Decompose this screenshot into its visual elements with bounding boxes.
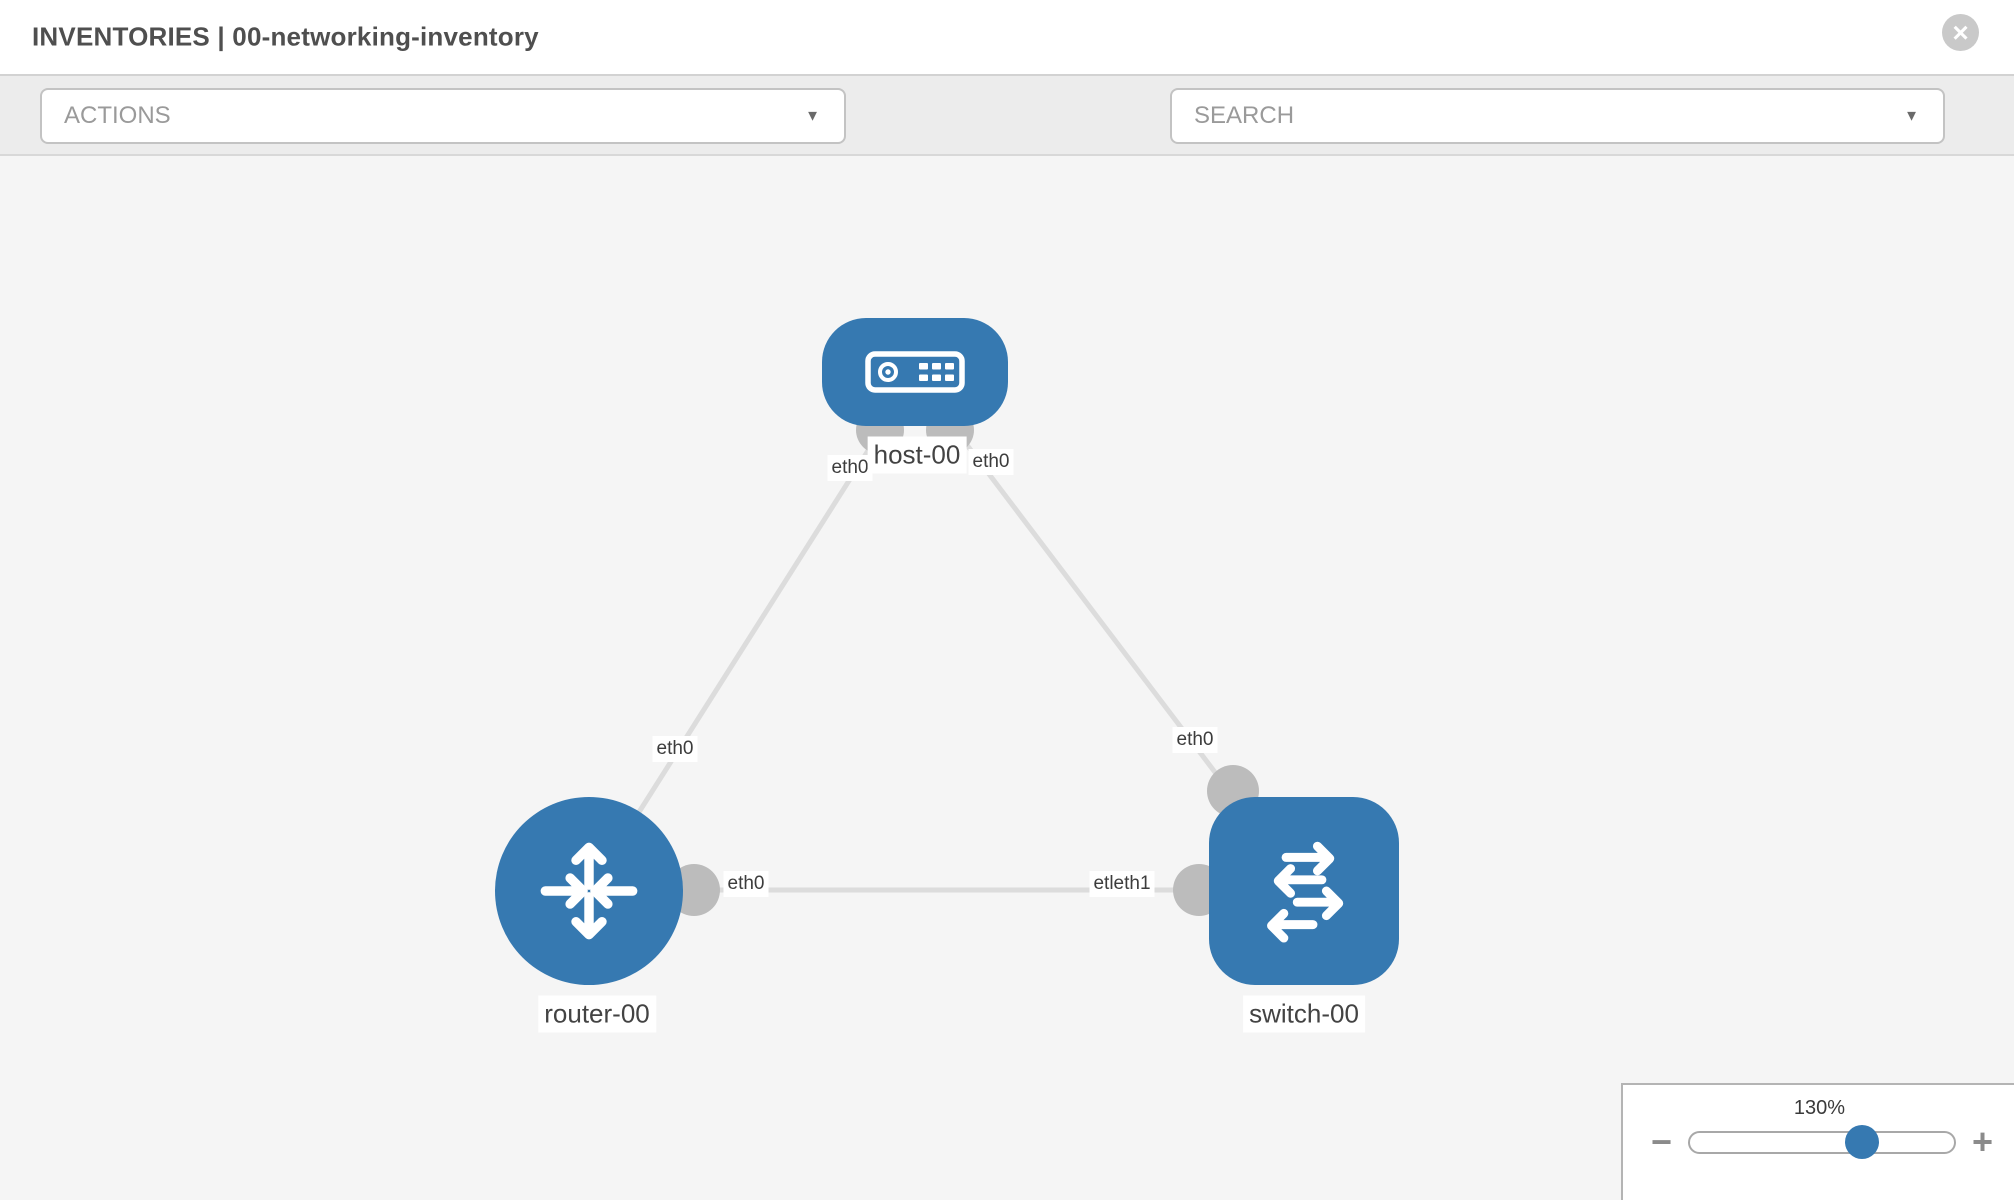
node-host[interactable] (822, 318, 1008, 426)
page-title: INVENTORIES | 00-networking-inventory (32, 21, 539, 52)
node-label-host: host-00 (867, 436, 967, 474)
links-layer (586, 414, 1235, 893)
chevron-down-icon: ▼ (1904, 107, 1919, 125)
search-dropdown[interactable]: SEARCH ▼ (1170, 88, 1945, 144)
node-label-switch: switch-00 (1243, 995, 1365, 1033)
header: INVENTORIES | 00-networking-inventory × (0, 0, 2014, 74)
node-label-router: router-00 (538, 995, 656, 1033)
actions-dropdown-label: ACTIONS (64, 102, 171, 129)
zoom-level: 130% (1793, 1097, 1846, 1119)
zoom-slider-thumb[interactable] (1845, 1124, 1880, 1159)
node-switch[interactable] (1209, 797, 1399, 985)
chevron-down-icon: ▼ (805, 107, 820, 125)
zoom-in-button[interactable]: + (1972, 1124, 1993, 1160)
interface-label: eth0 (827, 455, 873, 481)
interface-label: eth0 (652, 736, 698, 762)
zoom-slider-row: − + (1623, 1124, 2014, 1160)
switch-icon (1267, 841, 1344, 943)
toolbar: ACTIONS ▼ SEARCH ▼ (0, 74, 2014, 210)
zoom-out-button[interactable]: − (1651, 1124, 1672, 1160)
actions-dropdown[interactable]: ACTIONS ▼ (40, 88, 846, 144)
zoom-slider[interactable] (1688, 1124, 1957, 1159)
host-icon (865, 351, 965, 393)
interface-label: eth0 (968, 449, 1014, 475)
zoom-panel: 130% − + (1621, 1083, 2014, 1200)
close-button[interactable]: × (1942, 14, 1979, 51)
interface-label: eth0 (1172, 727, 1218, 753)
topology-canvas[interactable]: eth0 eth0 eth0 eth0 eth0 etleth1 host-00… (0, 156, 2014, 1200)
node-router[interactable] (495, 797, 683, 985)
close-icon: × (1952, 16, 1969, 48)
minus-icon: − (1651, 1121, 1673, 1162)
interface-label: etleth1 (1089, 871, 1155, 897)
interface-label: eth0 (723, 871, 769, 897)
router-icon (540, 842, 638, 940)
search-dropdown-label: SEARCH (1194, 102, 1295, 129)
plus-icon: + (1972, 1121, 1994, 1162)
